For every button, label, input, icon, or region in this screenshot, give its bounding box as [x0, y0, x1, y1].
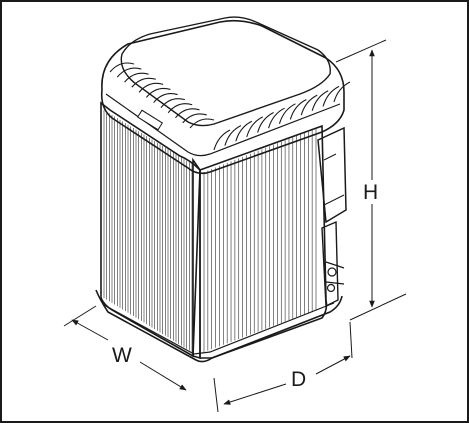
depth-dimension	[223, 321, 353, 405]
height-dimension	[335, 39, 407, 321]
service-panel	[317, 126, 347, 308]
unit-base	[95, 289, 343, 363]
front-coil-panel	[100, 101, 201, 358]
depth-label: D	[291, 368, 306, 391]
height-label: H	[363, 181, 378, 204]
width-label: W	[112, 344, 132, 367]
width-dimension	[63, 305, 219, 413]
brand-badge	[137, 109, 163, 131]
top-fan-guard	[100, 16, 351, 175]
